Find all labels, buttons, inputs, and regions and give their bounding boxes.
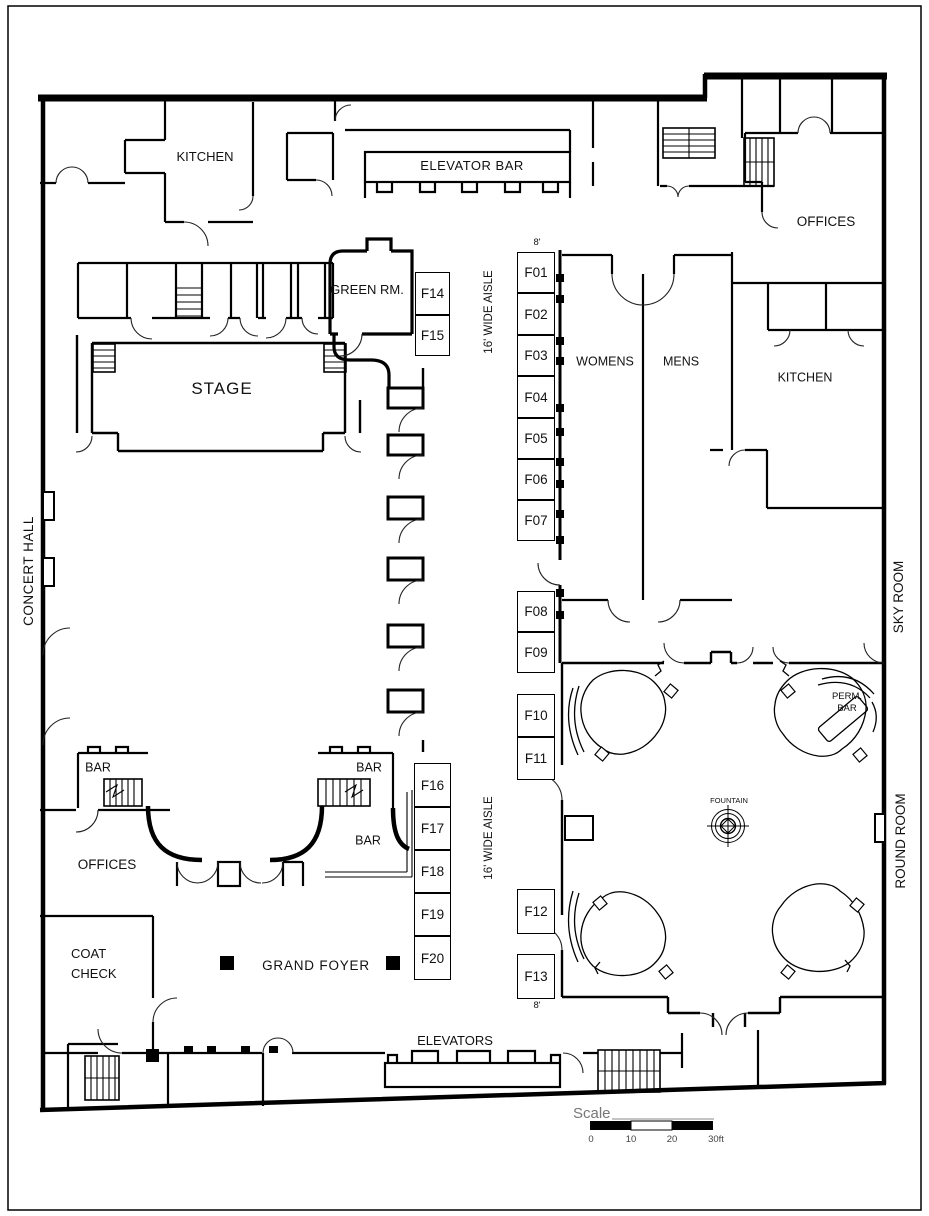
label-elevators: ELEVATORS: [417, 1033, 493, 1049]
scale-tick-30ft: 30ft: [708, 1134, 724, 1146]
label-green-room: GREEN RM.: [330, 282, 404, 298]
label-mens: MENS: [662, 354, 700, 369]
label-womens: WOMENS: [576, 354, 634, 369]
label-booth-depth-top: 8': [533, 237, 541, 249]
label-kitchen-nw: KITCHEN: [176, 149, 234, 165]
booth-f18: F18: [414, 850, 451, 893]
booth-f11: F11: [517, 737, 555, 780]
label-offices-ne: OFFICES: [796, 213, 856, 229]
stage-outline: [75, 335, 362, 453]
booth-f05: F05: [517, 418, 555, 459]
booth-f08: F08: [517, 591, 555, 632]
booth-f20: F20: [414, 936, 451, 980]
booth-f03: F03: [517, 335, 555, 376]
label-fountain: FOUNTAIN: [710, 796, 748, 806]
scale-bar: [590, 1118, 714, 1131]
label-perm-bar: PERM.BAR: [831, 691, 863, 714]
round-room-alcoves: [567, 660, 877, 980]
column-markers: [146, 274, 564, 1062]
booth-f13: F13: [517, 954, 555, 999]
elevator-bar-counter: [363, 150, 572, 184]
label-elevator-bar: ELEVATOR BAR: [420, 158, 524, 174]
wall-jambs: [42, 491, 886, 843]
label-round-room: ROUND ROOM: [892, 793, 908, 889]
label-bar-nw: BAR: [85, 760, 111, 775]
booth-f15: F15: [415, 315, 450, 356]
fountain-icon: [707, 805, 749, 847]
booth-f02: F02: [517, 293, 555, 335]
booth-f16: F16: [414, 763, 451, 807]
page-border: [7, 5, 922, 1211]
booth-f19: F19: [414, 893, 451, 936]
label-stage: STAGE: [191, 379, 253, 399]
outer-walls: [38, 72, 887, 1113]
perm-bar-counter: [817, 675, 877, 743]
label-aisle-top: 16' WIDE AISLE: [482, 270, 495, 354]
label-grand-foyer: GRAND FOYER: [262, 957, 370, 973]
interior-walls: [40, 76, 884, 1108]
label-aisle-bottom: 16' WIDE AISLE: [482, 796, 495, 880]
booth-f04: F04: [517, 376, 555, 418]
label-booth-depth-bottom: 8': [533, 1000, 541, 1012]
label-sky-room: SKY ROOM: [890, 560, 906, 634]
foyer-bar-counter: [325, 790, 413, 878]
label-offices-sw: OFFICES: [77, 856, 137, 872]
booth-f10: F10: [517, 694, 555, 737]
label-concert-hall: CONCERT HALL: [20, 516, 36, 626]
booth-f14: F14: [415, 272, 450, 315]
scale-tick-20: 20: [666, 1134, 678, 1146]
booth-f07: F07: [517, 500, 555, 541]
label-bar-ne: BAR: [356, 760, 382, 775]
booth-f09: F09: [517, 632, 555, 673]
label-scale: Scale: [573, 1105, 611, 1122]
booth-f12: F12: [517, 889, 555, 934]
scale-tick-10: 10: [625, 1134, 637, 1146]
vestibule-column: [386, 368, 425, 752]
booth-f06: F06: [517, 459, 555, 500]
label-bar-foyer: BAR: [355, 833, 381, 848]
scale-tick-0: 0: [588, 1134, 594, 1146]
booth-f01: F01: [517, 252, 555, 293]
label-kitchen-e: KITCHEN: [777, 370, 833, 385]
stairs-icon: [84, 127, 775, 1101]
door-arcs: [42, 104, 885, 1074]
booth-f17: F17: [414, 807, 451, 850]
